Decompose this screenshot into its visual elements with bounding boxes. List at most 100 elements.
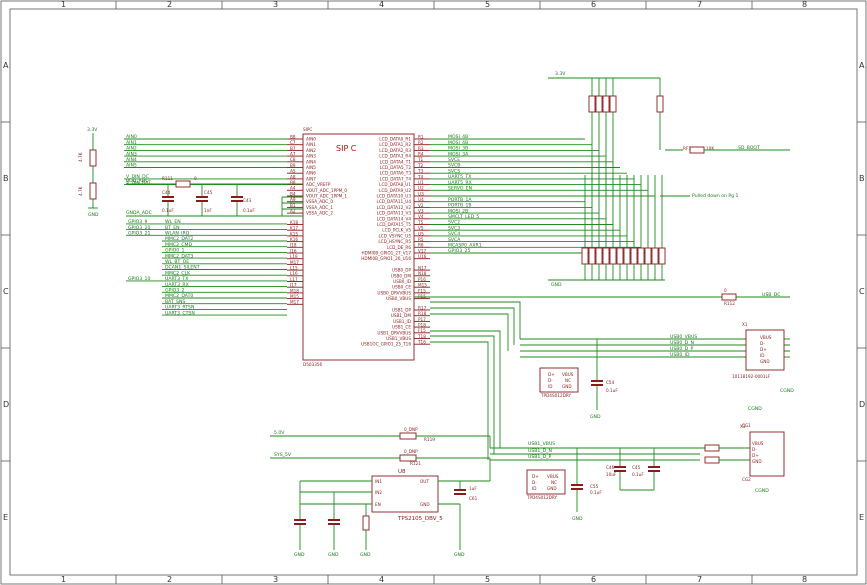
resistor-r112: [721, 293, 737, 301]
sip-right-pin-name: LCD_DATA10_U3: [376, 194, 411, 199]
sip-right-pin-name: LCD_DATA6_T3: [380, 171, 412, 176]
sip-left-pin-number: K18: [290, 220, 298, 225]
sip-right-pin-name: USB1_DP: [392, 308, 412, 313]
sip-right-pin-name: LCD_DATA7_T4: [380, 176, 412, 181]
sip-right-pin-name: USB0_DP: [392, 268, 412, 273]
right-net-label: MOSI_3A: [448, 151, 469, 157]
sip-left-pin-number: B7: [290, 146, 296, 151]
sip-right-pin-number: N18: [418, 271, 427, 276]
c45b-val: 0.1uF: [632, 472, 644, 477]
usb0-id-label: USB0_ID: [670, 352, 690, 358]
sip-left-pin-name: AIN6: [306, 171, 316, 176]
bus-net-label: UART3_CTSN: [165, 310, 195, 316]
tvs0-nc: NC: [565, 378, 571, 383]
sip-left-pin-name: VSSA_ADC_0: [306, 199, 333, 204]
r112-value: 0: [724, 288, 727, 293]
sys5v-label: SYS_5V: [274, 452, 292, 458]
usb0-section: USB0_VBUS USB0_D_N USB0_D_P USB0_ID X1 1…: [520, 322, 794, 420]
sip-left-pin-name: AIN4: [306, 159, 316, 164]
right-net-label: UART5_TX: [448, 174, 471, 180]
sip-right-pin-number: U4: [418, 197, 424, 202]
tvs1-vbus: VBUS: [547, 474, 559, 479]
right-net-label: PORTB_1B: [448, 203, 472, 209]
c44-val: 0.1uF: [162, 208, 174, 213]
sip-right-pins: R1LCD_DATA0_R1R2LCD_DATA1_R2R3LCD_DATA2_…: [361, 134, 430, 347]
col-label: 1: [61, 575, 66, 584]
right-net-label: UART5_RX: [448, 180, 472, 186]
pulldown-resistor: [658, 247, 666, 265]
pullup-resistor: [609, 95, 617, 113]
bus-net-label: WLAN_IRQ: [165, 231, 190, 237]
sip-right-pin-number: T18: [417, 334, 426, 339]
right-net-label: SVCS: [448, 168, 460, 174]
sip-left-pin-name: ADC_VREFP: [306, 182, 331, 187]
x1-id-pin: ID: [760, 353, 764, 358]
col-label: 5: [485, 0, 490, 9]
gpio-net-label: GPIO3_20: [128, 225, 150, 231]
u8-body: [371, 475, 439, 513]
tvs0-part: TPD4S012DRY: [540, 393, 571, 398]
pulldown-resistor: [588, 247, 596, 265]
r112-ref: R112: [724, 301, 735, 306]
sip-c-name: SIP C: [336, 144, 357, 153]
sip-right-pin-name: LCD_DE_R6: [387, 245, 411, 250]
adc-net-label: AIN3: [126, 151, 137, 157]
sip-right-pin-name: LCD_DATA8_U1: [379, 182, 411, 187]
row-label: D: [859, 400, 865, 409]
adc-net-label: AIN5: [126, 163, 137, 169]
tvs0-dp: D+: [548, 372, 555, 377]
col-label: 7: [697, 575, 702, 584]
tvs1-gnd: GND: [547, 486, 557, 491]
sip-left-pin-name: AIN1: [306, 142, 316, 147]
cg1-ref: CG1: [742, 423, 751, 428]
adc-net-label: V_DIN_DC: [126, 174, 149, 180]
resistor-r-bot: [89, 182, 97, 200]
sip-c-ref: SIPC: [303, 127, 312, 132]
bus-net-label: MMC2_DAT3: [165, 253, 193, 259]
sip-left-pin-number: A2: [290, 209, 296, 214]
pulldown-resistor: [637, 247, 645, 265]
usb1-section: 5.0V 0_DNP R119 SYS_5V 0_DNP R121 USB1_V…: [270, 406, 785, 558]
sip-right-pin-name: LCD_DATA11_U4: [376, 199, 411, 204]
r111-label: R111: [162, 176, 173, 181]
pulldown-resistor: [609, 247, 617, 265]
sip-left-pin-number: A5: [290, 169, 296, 174]
sip-right-pin-number: V17: [418, 248, 427, 253]
row-label: E: [3, 513, 8, 522]
sip-left-pin-number: M18: [290, 288, 299, 293]
sip-left-pin-number: M17: [290, 260, 299, 265]
sip-right-pin-number: V4: [418, 214, 424, 219]
resistor-r119: [399, 432, 417, 440]
pulldown-resistor: [581, 247, 589, 265]
row-label: C: [3, 287, 9, 296]
row-labels-left: A B C D E: [3, 61, 9, 522]
x1-dp-pin: D+: [760, 347, 767, 352]
sip-right-pin-number: T5: [417, 220, 424, 225]
sip-right-pin-number: R5: [418, 237, 424, 242]
sip-right-pin-number: R2: [418, 140, 424, 145]
sip-right-pin-number: U16: [418, 254, 427, 259]
r121-val: 0_DNP: [404, 449, 418, 454]
col-label: 7: [697, 0, 702, 9]
right-net-label: SERVO_EN: [448, 186, 472, 192]
sip-right-pin-number: V5: [418, 226, 424, 231]
pullup-resistor: [656, 95, 664, 113]
sip-right-pin-name: USB1_VBUS: [386, 336, 411, 341]
u8-gnd: GND: [420, 502, 430, 507]
right-net-label: MOSI_3B: [448, 146, 468, 152]
c61-val: 1uF: [469, 486, 477, 491]
c46-val: 10uF: [606, 472, 617, 477]
x1-part: 10118192-0001LF: [732, 374, 771, 379]
u8-in1: IN1: [375, 479, 382, 484]
gpio-net-label: GPIO3_9: [128, 219, 148, 225]
bus-net-label: MMC2_DAT2: [165, 236, 193, 242]
pullup-resistor: [602, 95, 610, 113]
tvs0-dm: D-: [548, 378, 553, 383]
column-labels-top: 1 2 3 4 5 6 7 8: [61, 0, 807, 9]
usb-route: [430, 313, 509, 351]
sip-right-pin-name: HDMI0B_GPIO1_27_V17: [361, 251, 411, 256]
rsd-label: RF7: [683, 146, 691, 151]
sip-left-pin-number: B4: [290, 191, 296, 196]
